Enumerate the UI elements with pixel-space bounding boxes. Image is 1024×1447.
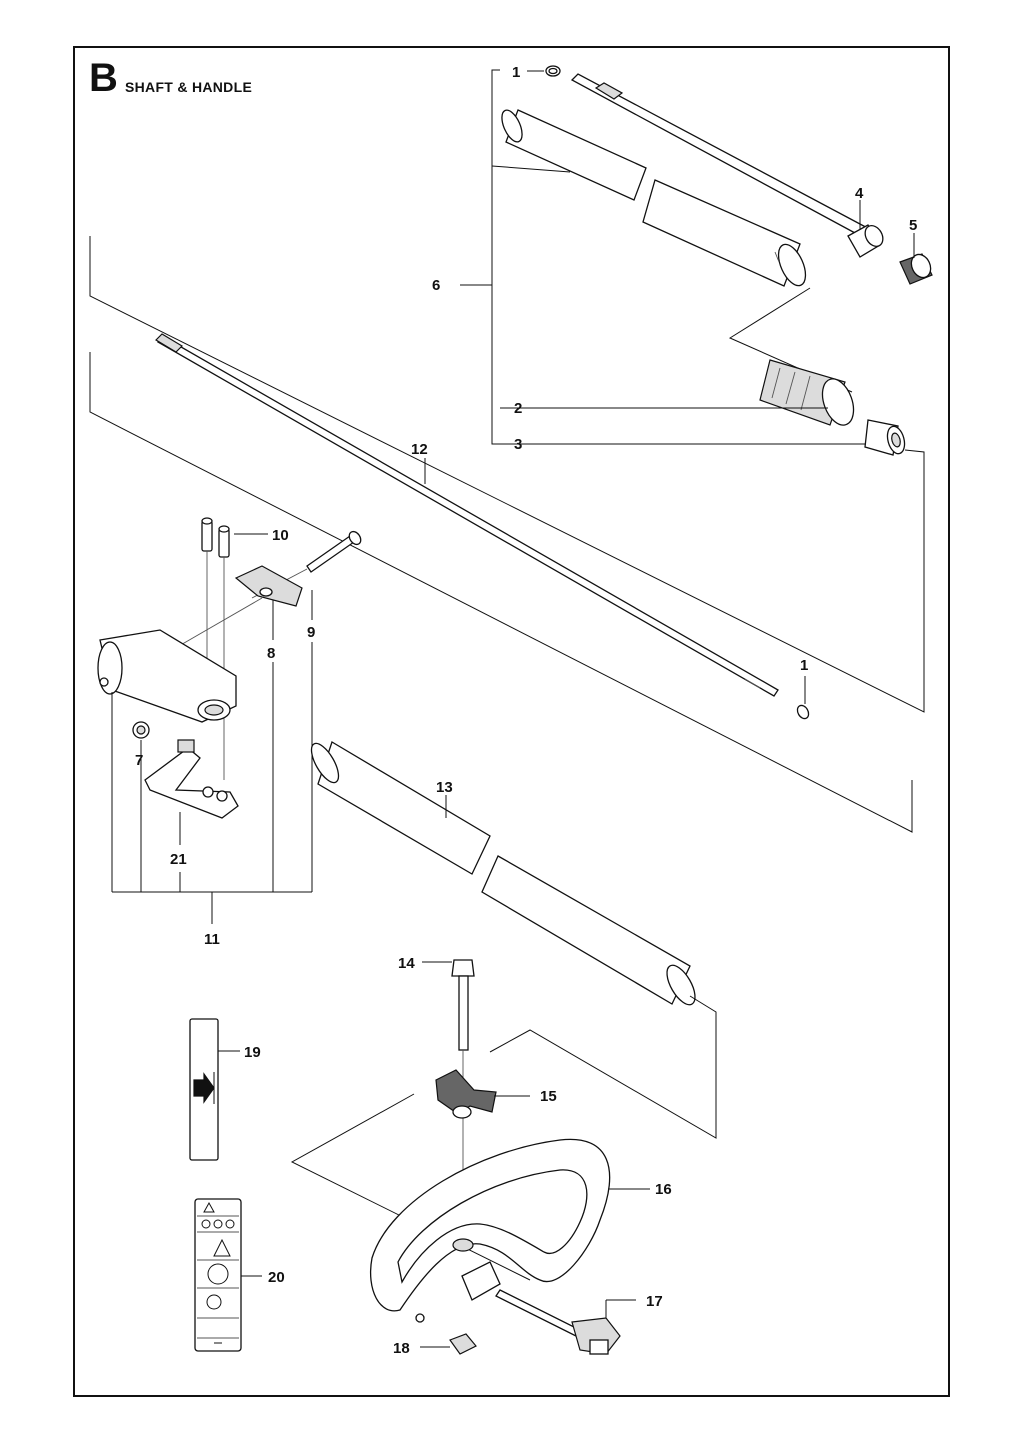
callout-4: 4 [855,185,864,202]
knob-8 [171,565,303,651]
clamp-piece-21 [144,739,239,845]
callout-1-lower: 1 [800,657,808,674]
callout-7: 7 [135,752,143,769]
group-12-outline [89,236,925,713]
callout-2: 2 [514,400,522,417]
callout-12: 12 [411,441,428,458]
trigger-cable-17 [461,1261,636,1355]
drive-shaft-12 [155,333,779,697]
decal-20 [194,1198,262,1352]
callout-18: 18 [393,1340,410,1357]
callout-19: 19 [244,1044,261,1061]
group-6-bracket [460,69,571,445]
group-11-bracket [111,642,313,924]
bearing-5 [899,233,933,285]
section-title: SHAFT & HANDLE [125,79,253,95]
callout-13: 13 [436,779,453,796]
callout-8: 8 [267,645,275,662]
damper-2 [500,359,855,426]
nut-3 [500,419,906,456]
callout-3: 3 [514,436,522,453]
callout-1-top: 1 [512,64,520,81]
diagram-frame [73,46,950,1397]
oring-1-lower [796,676,810,720]
wing-nut-15 [435,1069,530,1119]
callout-20: 20 [268,1269,285,1286]
nut-18 [415,1313,477,1355]
callout-21: 21 [170,851,187,868]
nut-7 [132,721,150,739]
callout-14: 14 [398,955,415,972]
callout-17: 17 [646,1293,663,1310]
tube-13-lower [481,855,696,1006]
callout-16: 16 [655,1181,672,1198]
bolt-10b [218,525,268,780]
group-13-outline [89,352,913,833]
tube-13-upper [310,741,491,875]
handle-16 [370,1138,650,1312]
oring-1-top [527,65,561,77]
callout-10: 10 [272,527,289,544]
clamp-housing [97,629,237,723]
callout-11: 11 [204,931,220,948]
outer-tube-lower [642,179,807,287]
section-letter: B [89,56,118,100]
small-drive-shaft [570,73,877,241]
callout-15: 15 [540,1088,557,1105]
callout-9: 9 [307,624,315,641]
callout-6: 6 [432,277,440,294]
break-line-13 [489,995,717,1139]
outer-tube-upper [501,109,647,201]
bushing-4 [847,200,884,258]
decal-19 [189,1018,240,1161]
callout-5: 5 [909,217,917,234]
